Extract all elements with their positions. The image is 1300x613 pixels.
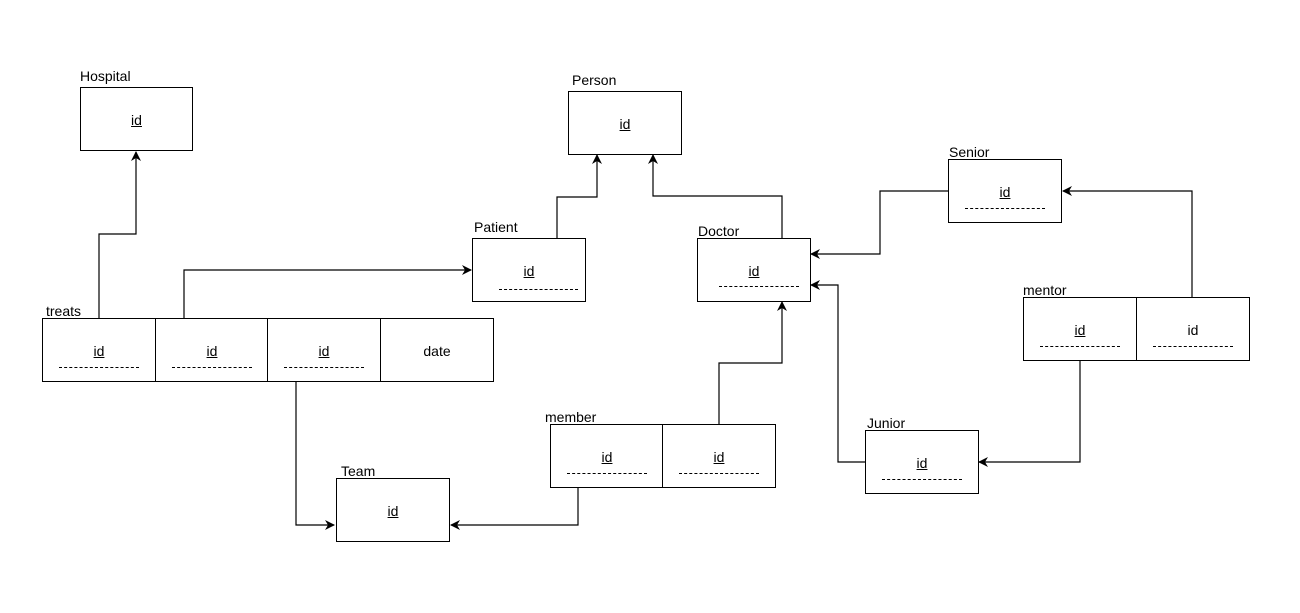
table-member-cell-1[interactable]: id xyxy=(550,424,664,488)
table-doctor-cell-id[interactable]: id xyxy=(697,238,811,302)
table-name-treats: treats xyxy=(46,303,82,319)
person-id-pk: id xyxy=(619,116,631,132)
table-team-cell-id[interactable]: id xyxy=(336,478,450,542)
treats-id-pk: id xyxy=(93,343,105,359)
table-senior-cell-id[interactable]: id xyxy=(948,159,1062,223)
member-id-pk: id xyxy=(713,449,725,465)
arrow-member-to-doctor xyxy=(718,301,787,425)
patient-id-fk-dash xyxy=(499,289,578,290)
team-id-pk: id xyxy=(387,503,399,519)
treats-id-fk-dash xyxy=(59,367,139,368)
arrow-senior-to-doctor xyxy=(810,190,949,259)
table-name-person: Person xyxy=(572,72,617,88)
table-name-mentor: mentor xyxy=(1023,282,1067,298)
table-hospital-cell-id[interactable]: id xyxy=(80,87,193,151)
arrow-mentor-to-junior xyxy=(978,360,1081,467)
table-name-patient: Patient xyxy=(474,219,518,235)
mentor-id-fk-dash xyxy=(1040,346,1120,347)
patient-id-pk: id xyxy=(523,263,535,279)
arrow-treats-to-team xyxy=(295,381,335,530)
member-id-pk: id xyxy=(601,449,613,465)
mentor-id-fk-dash xyxy=(1153,346,1233,347)
treats-id-fk-dash xyxy=(172,367,252,368)
table-treats-cell-3[interactable]: id xyxy=(267,318,381,382)
arrow-patient-to-person xyxy=(556,154,602,238)
arrow-mentor-to-senior xyxy=(1062,186,1193,297)
arrow-treats-to-hospital xyxy=(98,151,141,318)
table-junior-cell-id[interactable]: id xyxy=(865,430,979,494)
table-member-cell-2[interactable]: id xyxy=(662,424,776,488)
table-name-team: Team xyxy=(341,463,376,479)
table-treats-cell-4[interactable]: date xyxy=(380,318,494,382)
table-treats-cell-2[interactable]: id xyxy=(155,318,269,382)
junior-id-pk: id xyxy=(916,455,928,471)
hospital-id-pk: id xyxy=(131,112,142,128)
arrow-junior-to-doctor xyxy=(810,280,865,463)
treats-date-attr: date xyxy=(423,343,451,359)
treats-id-pk: id xyxy=(318,343,330,359)
table-treats-cell-1[interactable]: id xyxy=(42,318,156,382)
arrow-doctor-to-person xyxy=(648,154,783,238)
treats-id-pk: id xyxy=(206,343,218,359)
table-person-cell-id[interactable]: id xyxy=(568,91,682,155)
junior-id-fk-dash xyxy=(882,479,962,480)
table-mentor-cell-2[interactable]: id xyxy=(1136,297,1250,361)
doctor-id-pk: id xyxy=(748,263,760,279)
treats-id-fk-dash xyxy=(284,367,364,368)
table-mentor-cell-1[interactable]: id xyxy=(1023,297,1137,361)
arrow-treats-to-patient xyxy=(183,265,472,318)
table-name-doctor: Doctor xyxy=(698,223,740,239)
senior-id-pk: id xyxy=(999,184,1011,200)
member-id-fk-dash xyxy=(679,473,759,474)
table-name-junior: Junior xyxy=(867,415,906,431)
table-name-member: member xyxy=(545,409,597,425)
table-name-hospital: Hospital xyxy=(80,68,131,84)
mentor-id-attr: id xyxy=(1187,322,1199,338)
table-name-senior: Senior xyxy=(949,144,990,160)
arrow-member-to-team xyxy=(450,488,579,530)
senior-id-fk-dash xyxy=(965,208,1045,209)
doctor-id-fk-dash xyxy=(719,286,799,287)
mentor-id-pk: id xyxy=(1074,322,1086,338)
table-patient-cell-id[interactable]: id xyxy=(472,238,586,302)
member-id-fk-dash xyxy=(567,473,647,474)
